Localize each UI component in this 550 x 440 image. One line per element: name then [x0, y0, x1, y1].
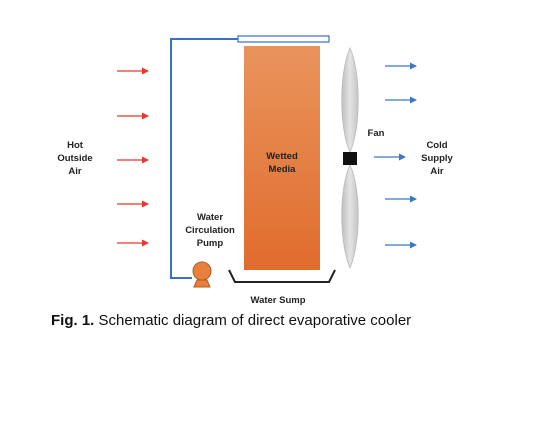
hot-air-line: Hot	[67, 140, 83, 151]
fan	[341, 47, 359, 270]
wetted-media-line: Media	[268, 164, 296, 175]
fan-hub	[343, 152, 357, 165]
hot-outside-air-label: Hot Outside Air	[52, 139, 98, 178]
fan-label: Fan	[361, 127, 391, 140]
cold-supply-air-label: Cold Supply Air	[414, 139, 460, 178]
cold-air-line: Air	[430, 166, 444, 177]
water-pipe	[170, 38, 238, 279]
fan-blade-lower	[341, 164, 359, 270]
pump-label: Water Circulation Pump	[180, 211, 240, 250]
circulation-pump	[192, 261, 212, 288]
fan-label-text: Fan	[367, 128, 385, 139]
caption-text: Schematic diagram of direct evaporative …	[94, 312, 412, 329]
water-sump-text: Water Sump	[250, 295, 306, 306]
wetted-media-label: Wetted Media	[254, 150, 310, 176]
water-sump-label: Water Sump	[238, 294, 318, 307]
pump-line: Water	[196, 212, 224, 223]
cold-air-arrows	[374, 62, 417, 249]
figure-number: Fig. 1.	[51, 312, 95, 329]
pump-line: Pump	[196, 238, 224, 249]
water-distributor	[237, 35, 330, 43]
pump-line: Circulation	[185, 225, 235, 236]
wetted-media-pad	[244, 46, 320, 270]
wetted-media-line: Wetted	[266, 151, 298, 162]
cold-air-line: Supply	[421, 153, 453, 164]
cold-air-line: Cold	[426, 140, 448, 151]
figure-caption: Fig. 1. Schematic diagram of direct evap…	[51, 312, 521, 329]
hot-air-line: Outside	[57, 153, 93, 164]
hot-air-arrows	[117, 67, 149, 247]
fan-blade-upper	[341, 47, 359, 153]
water-sump-tray	[228, 269, 336, 283]
hot-air-line: Air	[68, 166, 82, 177]
